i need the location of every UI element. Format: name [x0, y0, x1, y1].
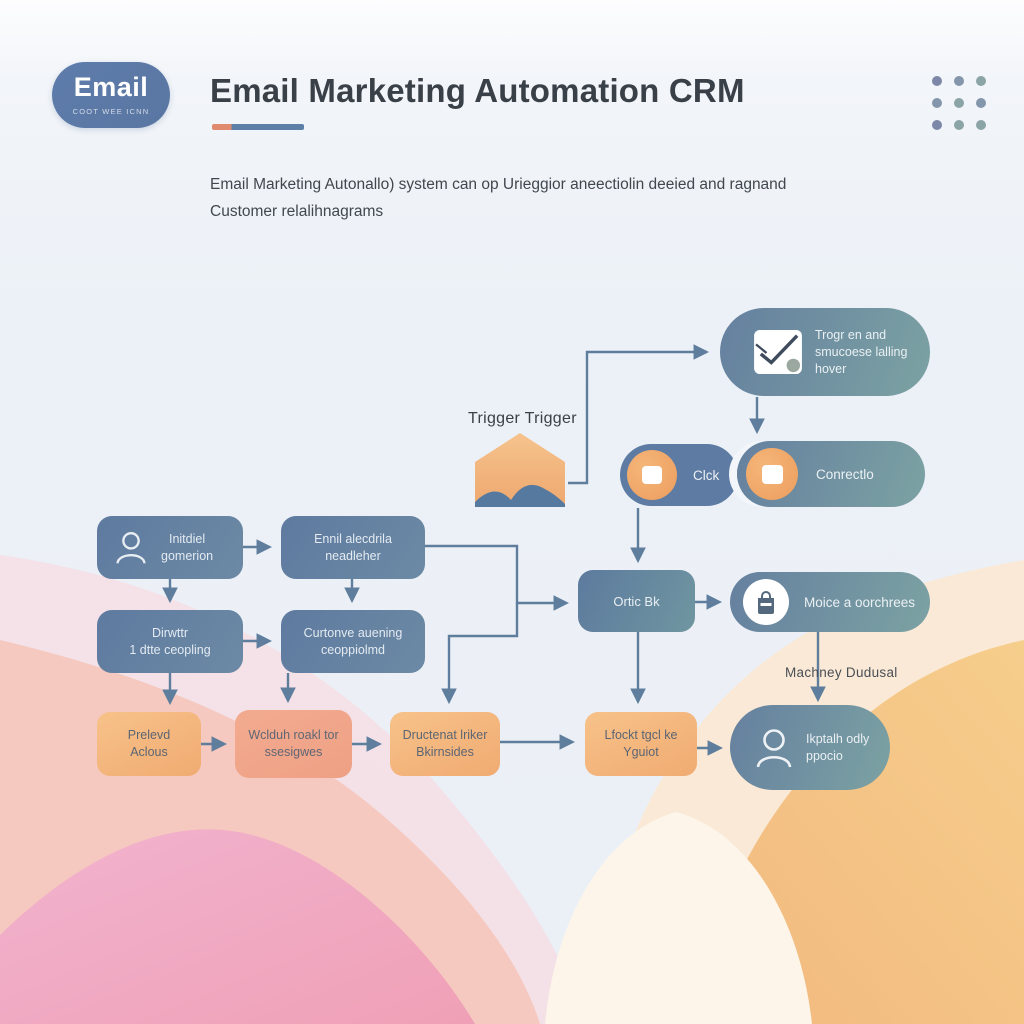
logo-subtitle: COOT WEE ICNN: [72, 107, 150, 116]
node-connection-pill: Conrectlo: [737, 441, 925, 507]
logo-title: Email: [73, 72, 149, 102]
prelevd-line-2: Aclous: [130, 745, 168, 759]
wclduh-line-1: Wclduh roakl tor: [248, 728, 339, 742]
click-box-label: Ortic Bk: [613, 593, 660, 609]
trigger-pill-line-3: hover: [815, 361, 847, 376]
description-line-2: Customer relalihnagrams: [210, 203, 384, 220]
node-director-coupling: Dirwttr 1 dtte ceopling: [97, 610, 243, 673]
node-prelevd-actions: Prelevd Aclous: [97, 712, 201, 776]
customer-line-1: Curtonve auening: [303, 625, 403, 640]
connection-pill-label: Conrectlo: [816, 466, 874, 482]
node-trigger-email: Trogr en and smucoese lalling hover: [720, 308, 930, 396]
node-click-box: Ortic Bk: [578, 570, 695, 632]
page-title: Email Marketing Automation CRM: [210, 72, 745, 109]
initial-line-1: Initdiel: [168, 531, 206, 546]
square-stop-icon: [627, 450, 677, 500]
page-description: Email Marketing Autonallo) system can op…: [210, 171, 850, 225]
wclduh-line-2: ssesigwes: [264, 745, 323, 759]
node-email-newsletter: Ennil alecdrila neadleher: [281, 516, 425, 579]
node-lfockt: Lfockt tgcl ke Yguiot: [585, 712, 697, 776]
node-wclduh: Wclduh roakl tor ssesigwes: [235, 710, 352, 778]
description-line-1: Email Marketing Autonallo) system can op…: [210, 176, 787, 193]
director-line-1: Dirwttr: [151, 625, 189, 640]
envelope-check-icon: [754, 330, 802, 374]
person-icon: [754, 726, 794, 770]
square-stop-icon: [746, 448, 798, 500]
node-click-pill: Clck: [620, 444, 738, 506]
shopping-bag-icon: [743, 579, 789, 625]
person-pill-line-1: Ikptalh odly: [806, 731, 870, 746]
lfockt-line-2: Yguiot: [623, 745, 659, 759]
customer-line-2: ceoppiolmd: [321, 642, 385, 657]
trigger-pill-line-2: smucoese lalling: [815, 344, 908, 359]
machine-label: Machney Dudusal: [785, 665, 898, 680]
lfockt-line-1: Lfockt tgcl ke: [604, 728, 678, 742]
newsletter-line-1: Ennil alecdrila: [314, 531, 392, 546]
node-customer-opening: Curtonve auening ceoppiolmd: [281, 610, 425, 673]
title-underline: [212, 124, 304, 130]
trigger-pill-line-1: Trogr en and: [815, 327, 887, 342]
dructenat-line-1: Dructenat lriker: [402, 728, 488, 742]
node-make-purchase: Moice a oorchrees: [730, 572, 930, 632]
purchase-pill-label: Moice a oorchrees: [804, 594, 916, 610]
initial-line-2: gomerion: [161, 548, 214, 563]
node-person-result: Ikptalh odly ppocio: [730, 705, 890, 790]
app-logo: Email COOT WEE ICNN: [52, 62, 170, 128]
newsletter-line-2: neadleher: [325, 548, 381, 563]
person-icon: [113, 529, 149, 567]
node-initial-question: Initdiel gomerion: [97, 516, 243, 579]
director-line-2: 1 dtte ceopling: [129, 642, 211, 657]
trigger-label: Trigger Trigger: [468, 410, 577, 427]
person-pill-line-2: ppocio: [806, 748, 843, 763]
trigger-envelope-icon: [471, 430, 569, 510]
click-pill-label: Clck: [693, 467, 720, 483]
grid-dots-menu-icon[interactable]: [926, 70, 992, 136]
prelevd-line-1: Prelevd: [127, 728, 171, 742]
dructenat-line-2: Bkirnsides: [416, 745, 474, 759]
node-dructenat: Dructenat lriker Bkirnsides: [390, 712, 500, 776]
